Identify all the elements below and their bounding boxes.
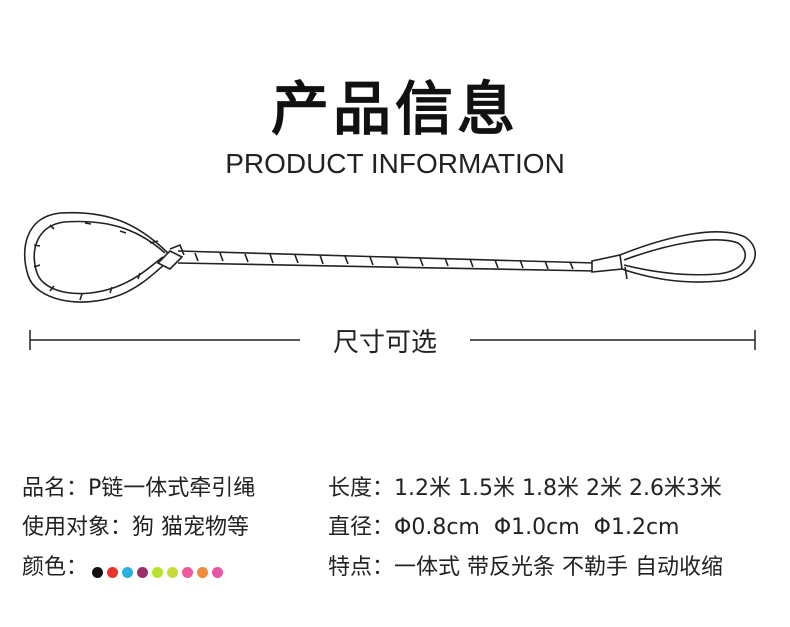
size-optional-label: 尺寸可选 <box>332 328 437 358</box>
color-swatch <box>212 567 223 578</box>
color-swatch <box>152 567 163 578</box>
handle-loop <box>619 231 756 283</box>
leash-illustration <box>23 211 756 303</box>
spec-target: 使用对象：狗 猫宠物等 <box>22 513 249 543</box>
spec-diameter: 直径：Φ0.8cm Φ1.0cm Φ1.2cm <box>328 513 679 543</box>
spec-key: 特点： <box>328 555 395 580</box>
color-swatch <box>107 567 118 578</box>
spec-length: 长度：1.2米 1.5米 1.8米 2米 2.6米3米 <box>328 474 722 504</box>
color-swatches <box>92 562 227 578</box>
color-swatch <box>122 567 133 578</box>
spec-product-name: 品名：P链一体式牵引绳 <box>22 474 255 504</box>
spec-value: 一体式 带反光条 不勒手 自动收缩 <box>394 555 723 580</box>
page-subtitle: PRODUCT INFORMATION <box>225 148 565 179</box>
spec-value: 1.2米 1.5米 1.8米 2米 2.6米3米 <box>394 476 722 501</box>
spec-key: 品名： <box>22 476 89 501</box>
color-swatch <box>92 567 103 578</box>
spec-value: P链一体式牵引绳 <box>88 476 256 501</box>
rope <box>177 250 596 272</box>
spec-value: Φ0.8cm Φ1.0cm Φ1.2cm <box>394 515 680 540</box>
page-title: 产品信息 <box>270 75 519 143</box>
spec-color: 颜色： <box>22 553 88 583</box>
spec-value: 狗 猫宠物等 <box>132 515 250 540</box>
spec-key: 直径： <box>328 515 395 540</box>
spec-key: 长度： <box>328 476 395 501</box>
color-swatch <box>137 567 148 578</box>
size-range-bar <box>29 330 756 350</box>
color-swatch <box>197 567 208 578</box>
color-swatch <box>167 567 178 578</box>
handle-sleeve <box>591 254 623 273</box>
spec-key: 使用对象： <box>22 515 133 540</box>
spec-key: 颜色： <box>22 555 89 580</box>
spec-feature: 特点：一体式 带反光条 不勒手 自动收缩 <box>328 553 723 583</box>
left-loop <box>23 211 171 303</box>
color-swatch <box>182 567 193 578</box>
